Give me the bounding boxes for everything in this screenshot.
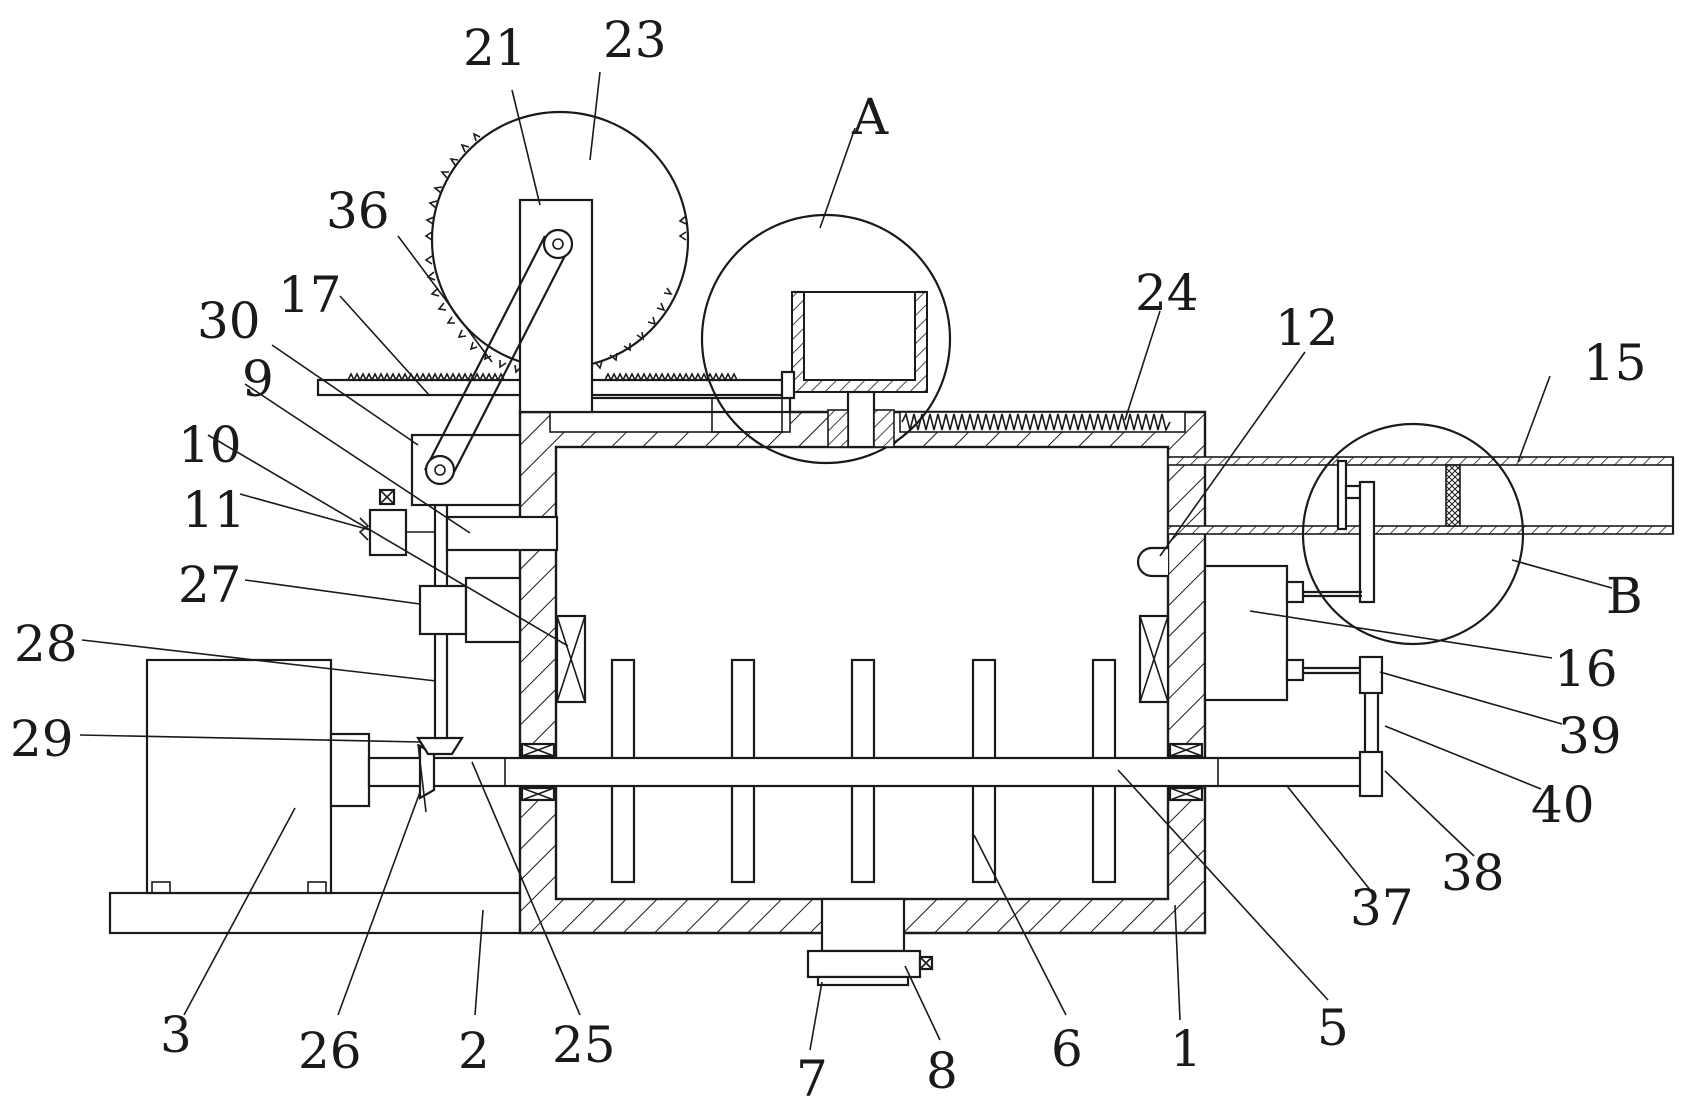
label-A: A (851, 88, 889, 146)
label-5: 5 (1317, 999, 1349, 1057)
rack-teeth-right (604, 372, 738, 382)
label-30: 30 (197, 292, 261, 350)
pulley-belt (1358, 655, 1384, 798)
label-40: 40 (1531, 776, 1595, 834)
label-7: 7 (796, 1050, 828, 1108)
label-8: 8 (926, 1042, 958, 1100)
main-shaft (367, 756, 1371, 788)
fan-motor (1203, 564, 1362, 702)
leader-lines (79, 71, 1613, 1051)
connecting-rod (445, 515, 559, 552)
label-10: 10 (178, 416, 242, 474)
label-2: 2 (458, 1022, 490, 1080)
detail-b (1301, 422, 1525, 646)
label-23: 23 (603, 11, 667, 69)
label-39: 39 (1558, 707, 1622, 765)
label-11: 11 (182, 481, 246, 539)
label-38: 38 (1441, 844, 1505, 902)
base-plate (108, 891, 522, 935)
label-25: 25 (552, 1016, 616, 1074)
label-28: 28 (14, 615, 78, 673)
label-26: 26 (298, 1022, 362, 1080)
label-9: 9 (242, 350, 274, 408)
motor (145, 658, 371, 895)
side-pad-right (1138, 614, 1170, 704)
detail-a (700, 213, 952, 465)
label-6: 6 (1051, 1020, 1083, 1078)
label-29: 29 (10, 710, 74, 768)
label-17: 17 (278, 266, 342, 324)
transmission-box (418, 584, 468, 636)
outlet-valve (806, 897, 934, 987)
spring (901, 411, 1171, 433)
label-24: 24 (1135, 264, 1199, 322)
exhaust-pipe (1167, 456, 1675, 535)
label-37: 37 (1350, 879, 1414, 937)
part-labels: 21 23 36 17 30 9 10 11 27 28 29 A 24 12 … (10, 11, 1647, 1108)
label-B: B (1606, 567, 1643, 625)
label-3: 3 (160, 1006, 192, 1064)
belt-drive (424, 228, 574, 486)
shaft-bearings (520, 742, 1204, 802)
label-16: 16 (1554, 640, 1618, 698)
side-pad-left (555, 614, 587, 704)
label-15: 15 (1583, 334, 1647, 392)
rack-teeth-left (347, 372, 505, 382)
label-1: 1 (1170, 1020, 1202, 1078)
label-12: 12 (1275, 299, 1339, 357)
label-36: 36 (326, 182, 390, 240)
label-21: 21 (463, 19, 527, 77)
label-27: 27 (178, 556, 242, 614)
